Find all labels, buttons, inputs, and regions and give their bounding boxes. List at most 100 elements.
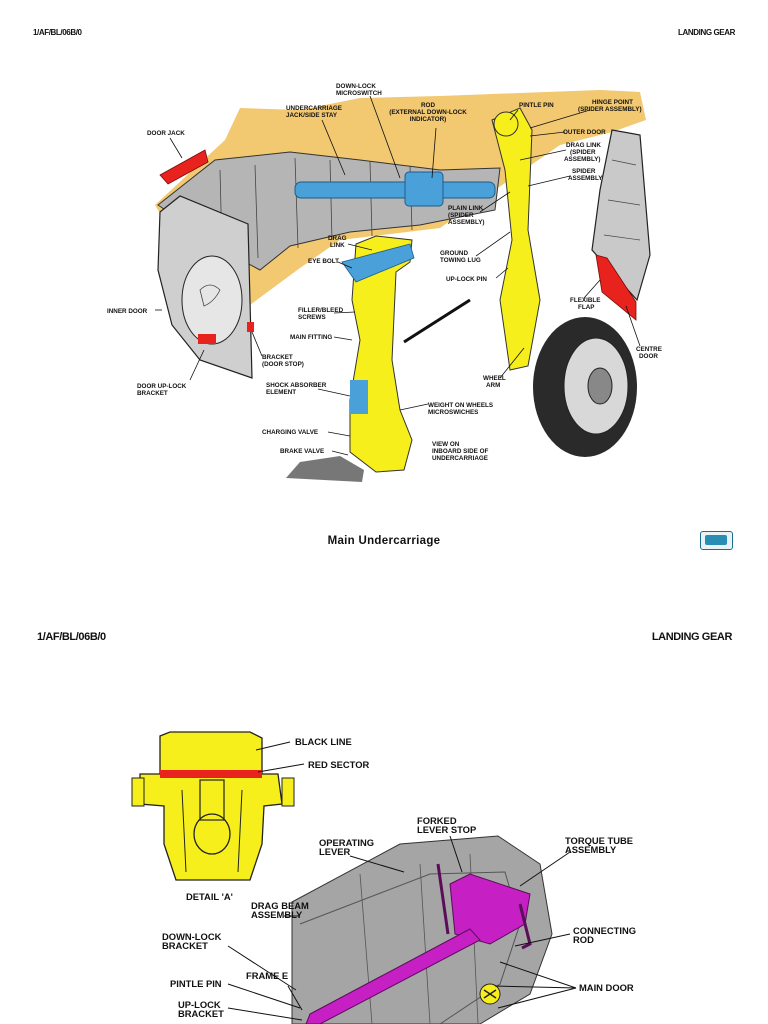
lbl-wheel-arm-1: WHEEL [483,375,506,382]
lbl-main-door: MAIN DOOR [579,982,634,993]
lbl-red-sector: RED SECTOR [308,759,370,770]
page2-doc-ref: 1/AF/BL/06B/0 [37,631,106,643]
page-nav-button[interactable] [700,531,733,550]
lbl-drag-link-2: LINK [330,242,345,249]
lbl-ground-towing-lug-2: TOWING LUG [440,257,481,264]
lbl-brake-valve: BRAKE VALVE [280,448,324,455]
lbl-main-fitting: MAIN FITTING [290,334,332,341]
lbl-bracket-door-stop-1: BRACKET [262,354,293,361]
lbl-shock-absorber-2: ELEMENT [266,389,296,396]
door-jack [159,149,209,185]
svg-text:HINGE POINT(SPIDER ASSEMBLY): HINGE POINT(SPIDER ASSEMBLY) [578,99,642,113]
lbl-centre-door-2: DOOR [639,353,658,360]
lbl-torque-tube-1: TORQUE TUBE [565,835,633,846]
lbl-door-jack: DOOR JACK [147,130,185,137]
page2-section-title: LANDING GEAR [651,631,733,643]
lbl-plain-link-1: PLAIN LINK [448,205,484,212]
lbl-down-lock-bracket-2: BRACKET [162,940,208,951]
lbl-rod-1: ROD [421,102,435,109]
linkage-assembly [305,863,532,1024]
lbl-weight-on-wheels-1: WEIGHT ON WHEELS [428,402,493,409]
lbl-view-on-3: UNDERCARRIAGE [432,455,488,462]
lbl-filler-bleed-1: FILLER/BLEED [298,307,344,314]
lbl-connecting-rod-1: CONNECTING [573,925,636,936]
lbl-filler-bleed-2: SCREWS [298,314,326,321]
lbl-pintle-pin: PINTLE PIN [519,102,554,109]
lbl-drag-beam-2: ASSEMBLY [251,909,303,920]
lbl-spider-assembly-1: SPIDER [572,168,596,175]
lbl-operating-lever-2: LEVER [319,846,350,857]
lbl-undercarriage-jack-2: JACK/SIDE STAY [286,112,338,119]
lbl-drag-link-spider-2: (SPIDER [570,149,596,156]
lbl-spider-assembly-2: ASSEMBLY [568,175,603,182]
lbl-frame-e: FRAME E [246,970,288,981]
lbl-wheel-arm-2: ARM [486,382,500,389]
lbl-rod-2: (EXTERNAL DOWN-LOCK [389,109,467,116]
lbl-view-on-2: INBOARD SIDE OF [432,448,488,455]
lbl-drag-link-spider-1: DRAG LINK [566,142,601,149]
lbl-outer-door: OUTER DOOR [563,129,606,136]
lbl-drag-link-spider-3: ASSEMBLY) [564,156,601,163]
flexible-flap [595,254,637,321]
lbl-door-uplock-bracket-2: BRACKET [137,390,168,397]
shock-absorber [350,380,368,414]
lbl-rod-3: INDICATOR) [410,116,447,123]
lbl-connecting-rod-2: ROD [573,934,594,945]
detail-a-drawing [131,731,295,881]
lbl-flexible-flap-1: FLEXIBLE [570,297,600,304]
inner-door-panel [181,255,243,345]
lbl-ground-towing-lug-1: GROUND [440,250,468,257]
lbl-down-lock-microswitch-1: DOWN-LOCK [336,83,376,90]
lbl-hinge-point-1: HINGE POINT [592,99,633,106]
page1-doc-ref: 1/AF/BL/06B/0 [33,28,82,37]
lbl-shock-absorber-1: SHOCK ABSORBER [266,382,327,389]
lbl-forked-lever-stop-1: FORKED [417,815,457,826]
lbl-pintle-pin-2: PINTLE PIN [170,978,222,989]
undercarriage-jack [294,181,496,199]
lbl-hinge-point-2: (SPIDER ASSEMBLY) [578,106,642,113]
lbl-weight-on-wheels-2: MICROSWICHES [428,409,478,416]
lbl-black-line: BLACK LINE [295,736,352,747]
page1-section-title: LANDING GEAR [678,28,735,37]
figure-caption: Main Undercarriage [327,535,441,547]
lbl-charging-valve: CHARGING VALVE [262,429,318,436]
lbl-eye-bolt: EYE BOLT [308,258,339,265]
lbl-forked-lever-stop-2: LEVER STOP [417,824,476,835]
page-nav-icon [705,535,727,545]
lbl-down-lock-bracket-1: DOWN-LOCK [162,931,222,942]
lbl-flexible-flap-2: FLAP [578,304,594,311]
lbl-drag-link-1: DRAG [328,235,347,242]
lbl-up-lock-pin: UP-LOCK PIN [446,276,487,283]
lbl-torque-tube-2: ASSEMBLY [565,844,617,855]
lbl-view-on-1: VIEW ON [432,441,460,448]
lbl-inner-door: INNER DOOR [107,308,148,315]
lbl-down-lock-microswitch-2: MICROSWITCH [336,90,382,97]
lbl-door-uplock-bracket-1: DOOR UP-LOCK [137,383,187,390]
door-uplock-bracket [198,334,216,344]
door-stop-bracket [247,322,254,332]
spider-assembly [491,107,541,371]
lbl-up-lock-bracket-2: BRACKET [178,1008,224,1019]
svg-text:BRACKET(DOOR STOP): BRACKET(DOOR STOP) [262,354,304,368]
lbl-bracket-door-stop-2: (DOOR STOP) [262,361,304,368]
lbl-undercarriage-jack-1: UNDERCARRIAGE [286,105,342,112]
lbl-plain-link-3: ASSEMBLY) [448,219,485,226]
